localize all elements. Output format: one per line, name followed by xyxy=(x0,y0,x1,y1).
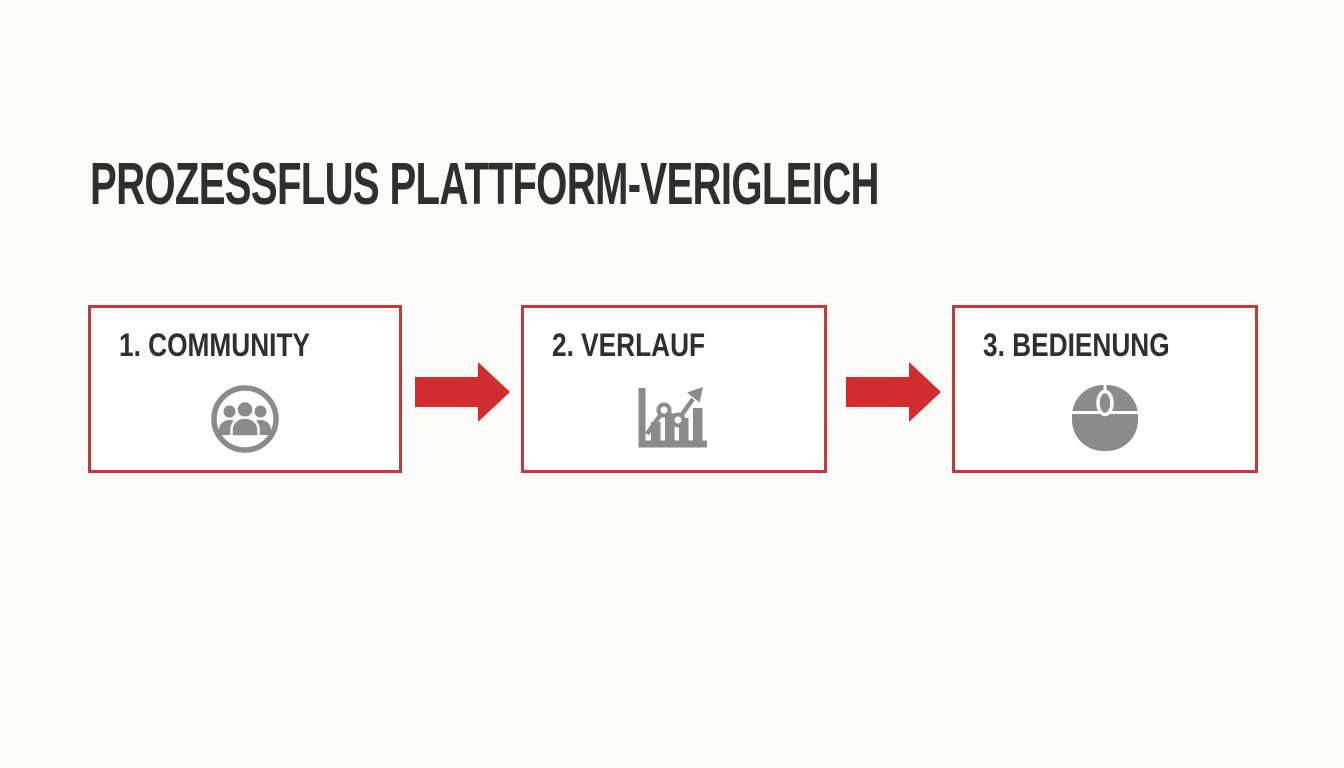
step-label-bedienung: 3. BEDIENUNG xyxy=(983,327,1170,363)
mouse-icon xyxy=(1071,384,1139,452)
trend-chart-icon xyxy=(637,384,711,452)
step-label-verlauf: 2. VERLAUF xyxy=(552,327,706,363)
flow-arrow-icon xyxy=(846,362,941,422)
step-label-community: 1. COMMUNITY xyxy=(119,327,310,363)
community-group-icon xyxy=(210,384,280,454)
step-box-verlauf: 2. VERLAUF xyxy=(521,305,827,473)
step-box-community: 1. COMMUNITY xyxy=(88,305,402,473)
page-title: PROZESSFLUS PLATTFORM-VERIGLEICH xyxy=(90,151,879,217)
flow-arrow-icon xyxy=(415,362,510,422)
step-box-bedienung: 3. BEDIENUNG xyxy=(952,305,1258,473)
